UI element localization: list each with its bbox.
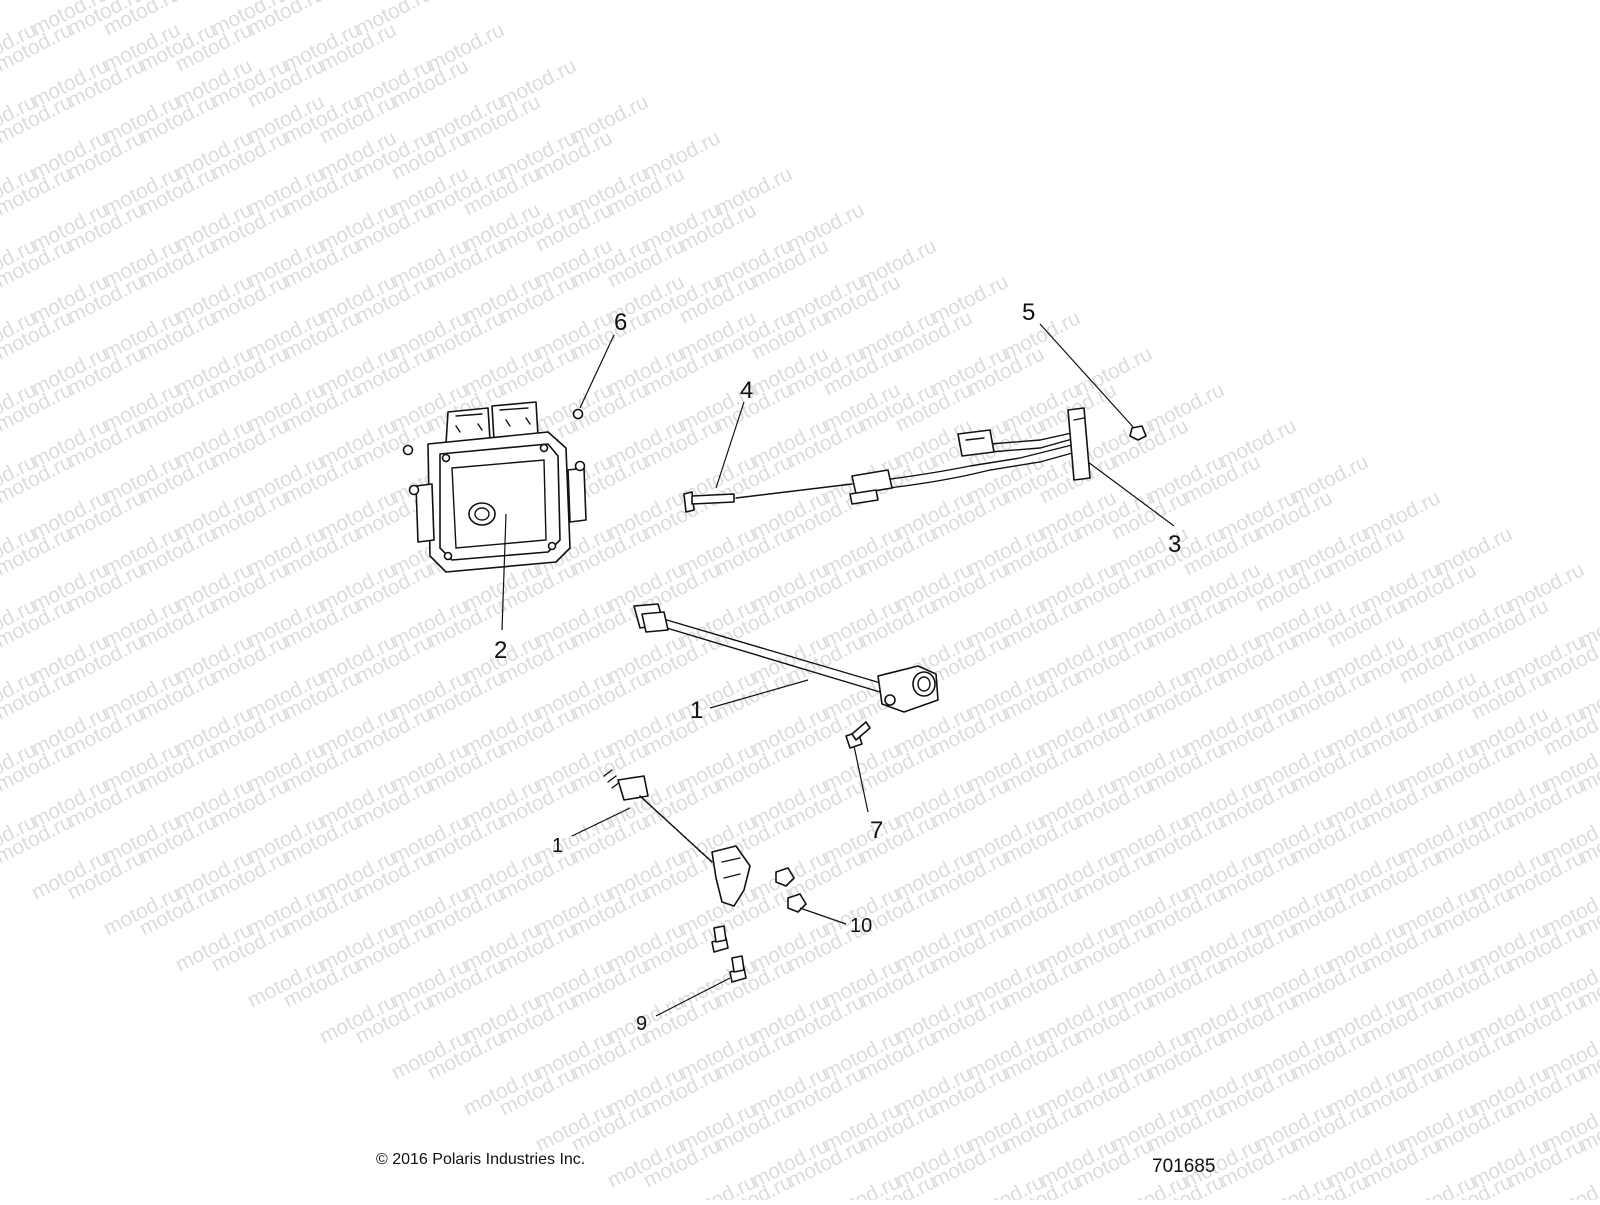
watermark-text: motod.ru (676, 1170, 760, 1200)
callout-2: 2 (494, 637, 507, 664)
diagram-id: 701685 (1152, 1156, 1216, 1177)
ecu-module (415, 401, 587, 573)
speed-sensor-upper (633, 603, 939, 713)
callouts: 6 2 4 5 3 1 7 1 9 10 (494, 299, 1181, 1035)
callout-7: 7 (870, 817, 883, 844)
watermark-text: motod.ru (1396, 1170, 1480, 1200)
callout-4: 4 (740, 377, 753, 404)
speed-sensor-lower (603, 769, 751, 907)
lower-nuts (775, 867, 807, 913)
watermark-text: motod.ru (820, 1170, 904, 1200)
wire-harness (735, 407, 1091, 505)
callout-5: 5 (1022, 299, 1035, 326)
callout-10: 10 (850, 915, 872, 937)
leader-lines (501, 323, 1175, 1017)
ecu-screws (402, 408, 586, 496)
watermark-text: motod.ru (964, 1170, 1048, 1200)
lower-bolts (711, 925, 747, 983)
callout-9: 9 (636, 1013, 647, 1035)
sensor-bolt-upper (845, 721, 871, 749)
callout-6: 6 (614, 309, 627, 336)
callout-3: 3 (1168, 531, 1181, 558)
harness-nut (1129, 425, 1147, 441)
callout-1-lower: 1 (552, 835, 563, 857)
copyright-notice: © 2016 Polaris Industries Inc. (376, 1151, 586, 1168)
long-bolt (683, 491, 735, 513)
watermark-text: motod.ru (1252, 1170, 1336, 1200)
callout-1-upper: 1 (690, 697, 703, 724)
